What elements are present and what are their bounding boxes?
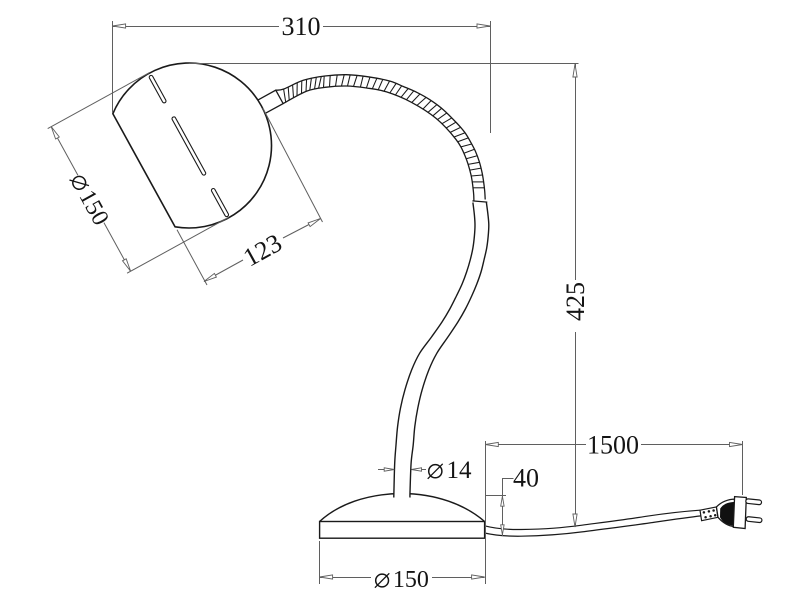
svg-text:425: 425: [561, 282, 590, 321]
svg-text:40: 40: [513, 464, 539, 493]
svg-text:150: 150: [393, 567, 429, 593]
svg-text:310: 310: [282, 12, 321, 41]
svg-text:14: 14: [447, 457, 473, 484]
svg-text:1500: 1500: [587, 431, 639, 460]
